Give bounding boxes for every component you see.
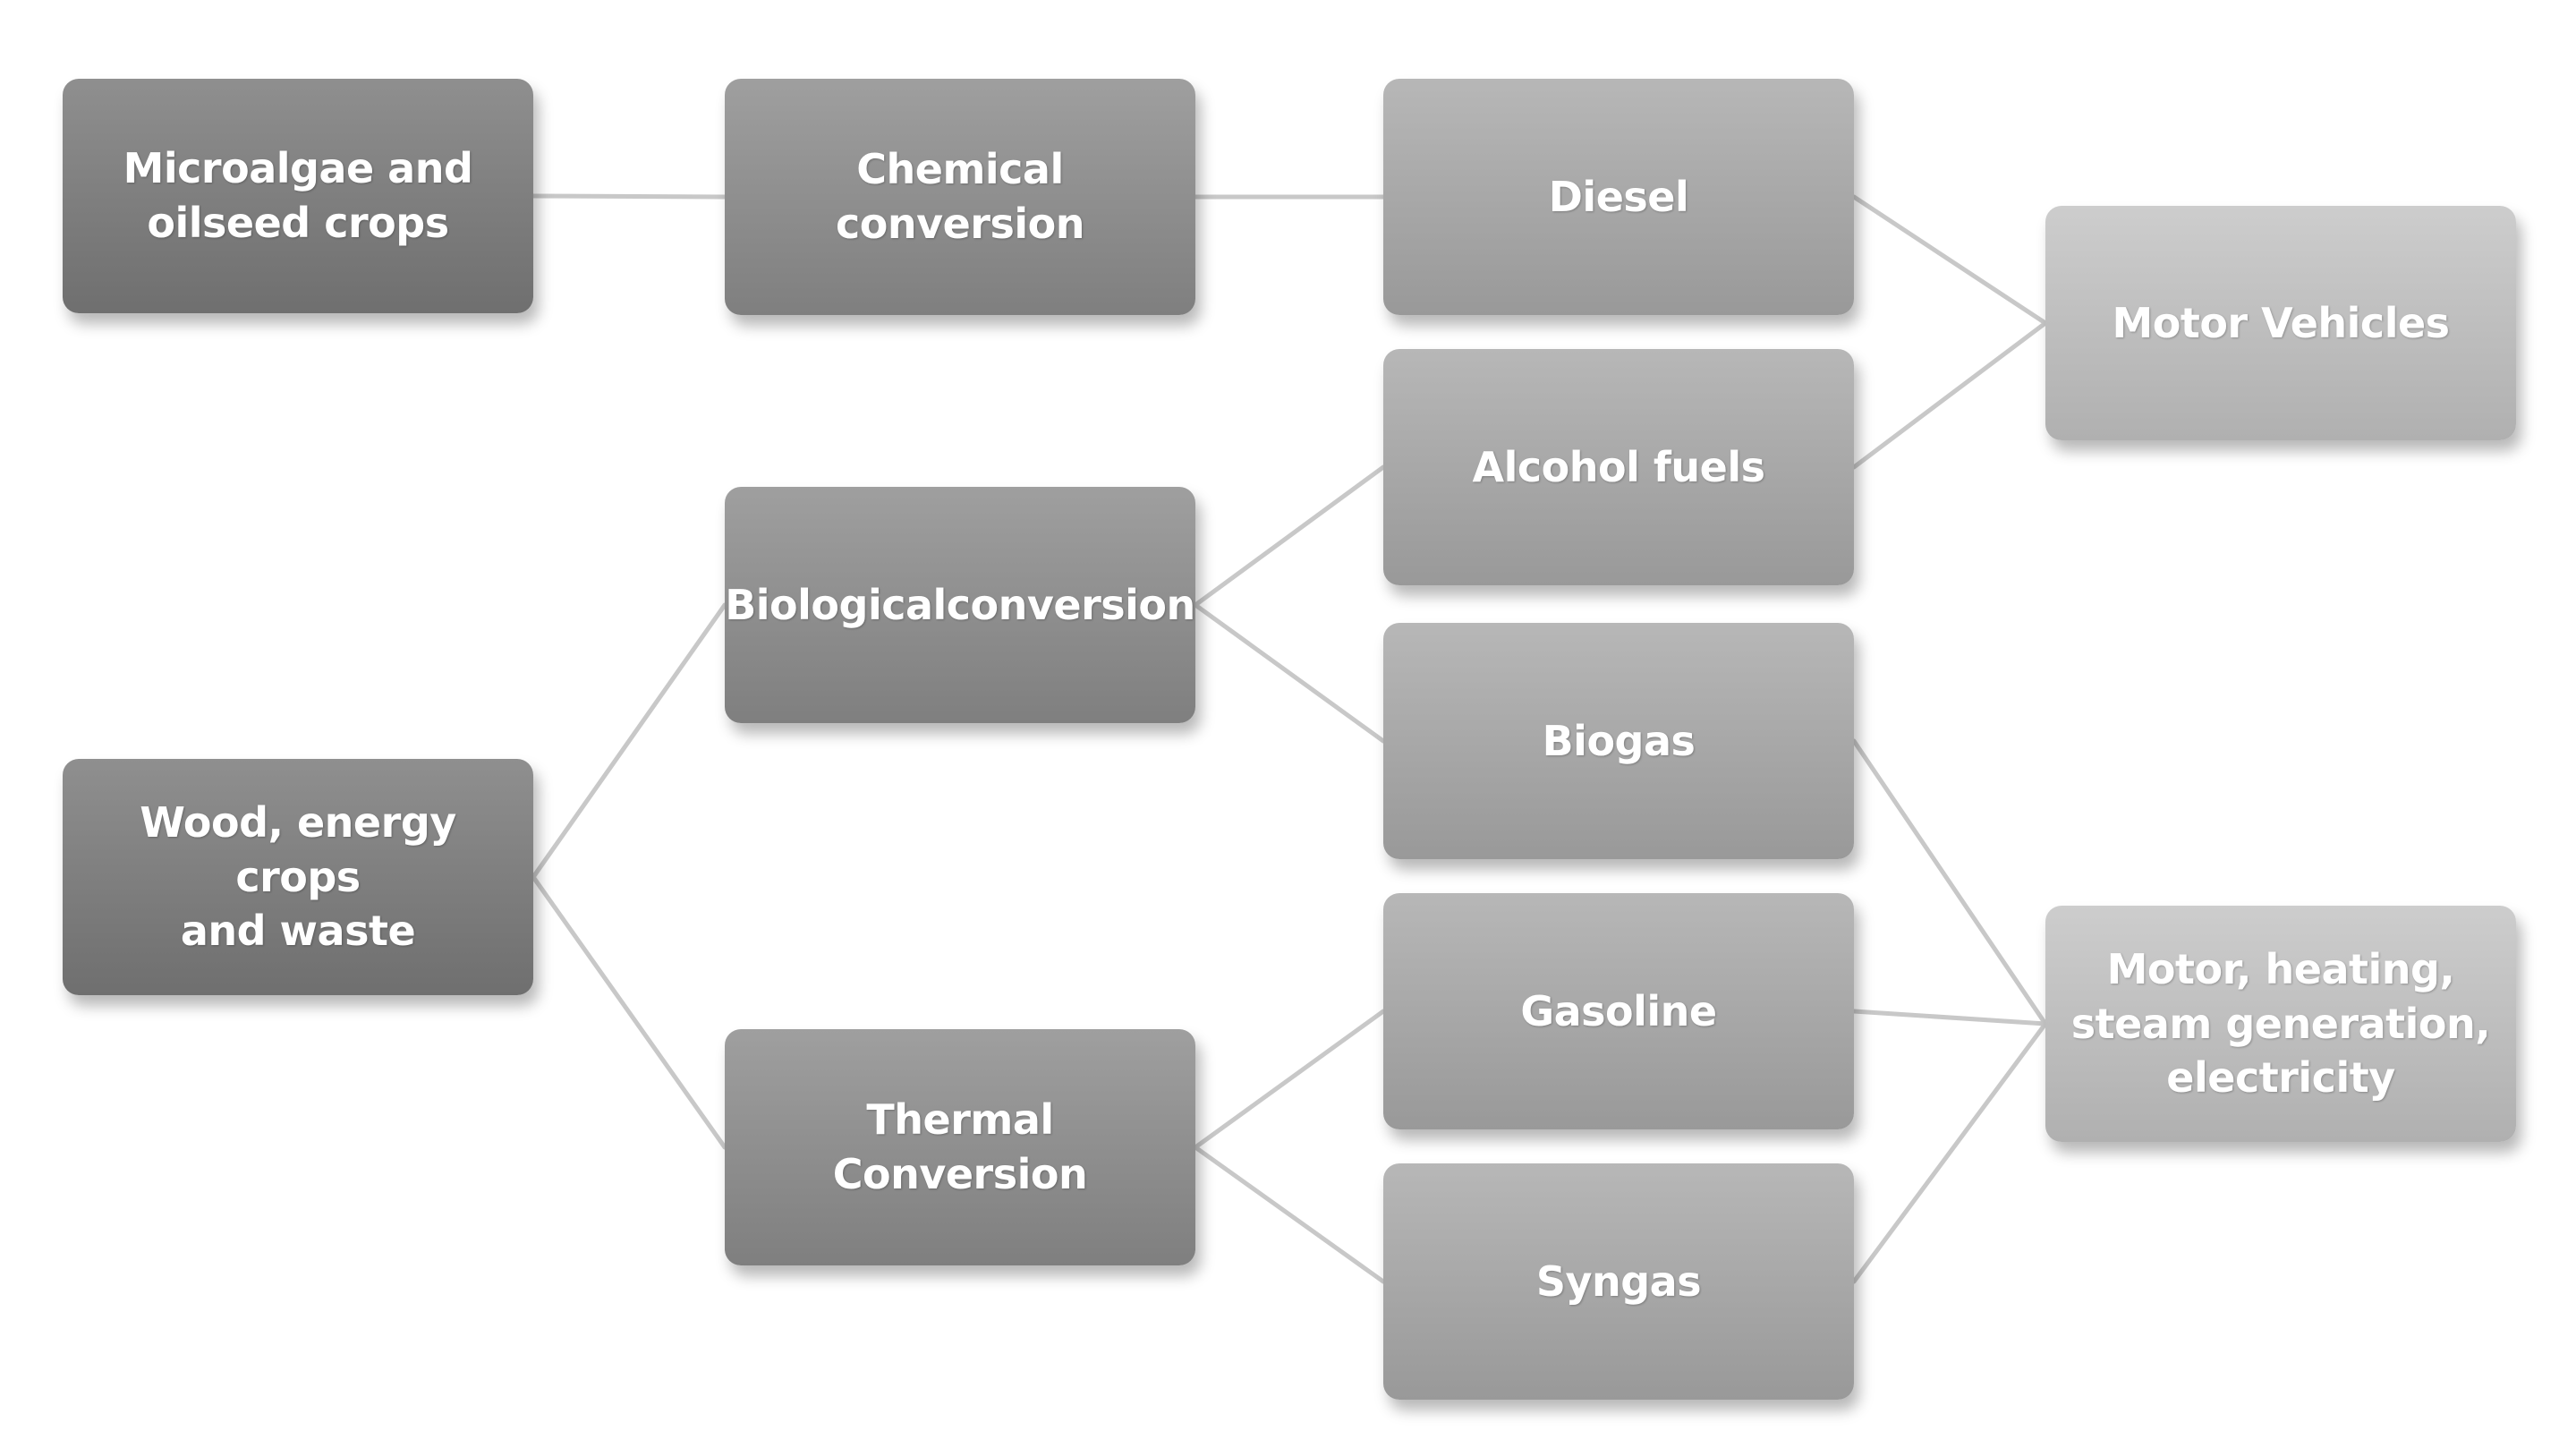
- node-thermal-conversion: Thermal Conversion: [725, 1029, 1195, 1265]
- node-syngas: Syngas: [1383, 1163, 1854, 1400]
- node-wood-energy-crops-waste: Wood, energy crops and waste: [63, 759, 533, 995]
- connector-biogas-to-motor_heating: [1851, 738, 2048, 1026]
- node-label: Syngas: [1535, 1256, 1702, 1306]
- node-microalgae-oilseed-crops: Microalgae and oilseed crops: [63, 79, 533, 313]
- node-motor-heating-steam-electricity: Motor, heating, steam generation, electr…: [2045, 906, 2516, 1142]
- node-label: Biogas: [1542, 716, 1696, 765]
- connector-microalgae-to-chemical: [531, 193, 727, 200]
- connector-syngas-to-motor_heating: [1851, 1021, 2048, 1284]
- node-alcohol-fuels: Alcohol fuels: [1383, 349, 1854, 585]
- node-motor-vehicles: Motor Vehicles: [2045, 206, 2516, 440]
- node-label: Wood, energy crops and waste: [140, 797, 456, 956]
- node-label: Gasoline: [1520, 986, 1717, 1035]
- node-label: Thermal Conversion: [832, 1095, 1088, 1198]
- connector-biological-to-biogas: [1193, 602, 1386, 744]
- node-label: Motor, heating, steam generation, electr…: [2070, 944, 2491, 1103]
- node-label: Motor Vehicles: [2112, 298, 2450, 347]
- connector-biological-to-alcohol: [1193, 464, 1386, 608]
- node-label: Diesel: [1548, 172, 1689, 221]
- node-gasoline: Gasoline: [1383, 893, 1854, 1129]
- node-label: Microalgae and oilseed crops: [123, 144, 473, 247]
- connector-thermal-to-gasoline: [1193, 1009, 1386, 1150]
- connector-alcohol-to-motor_vehicles: [1851, 320, 2048, 470]
- connector-gasoline-to-motor_heating: [1851, 1009, 2048, 1026]
- node-diesel: Diesel: [1383, 79, 1854, 315]
- node-biological-conversion: Biologicalconversion: [725, 487, 1195, 723]
- node-biogas: Biogas: [1383, 623, 1854, 859]
- node-label: Biologicalconversion: [725, 580, 1195, 629]
- node-label: Chemical conversion: [836, 145, 1085, 248]
- connector-wood-to-biological: [531, 602, 727, 880]
- connector-wood-to-thermal: [531, 874, 727, 1150]
- connector-diesel-to-motor_vehicles: [1851, 194, 2048, 326]
- connector-thermal-to-syngas: [1193, 1145, 1386, 1284]
- node-label: Alcohol fuels: [1472, 442, 1765, 491]
- node-chemical-conversion: Chemical conversion: [725, 79, 1195, 315]
